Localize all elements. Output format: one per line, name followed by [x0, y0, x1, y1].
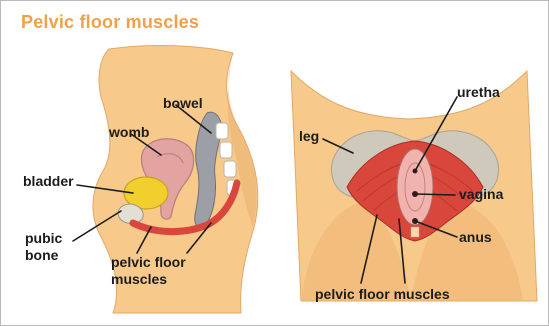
label-vagina: vagina — [459, 187, 503, 202]
label-womb: womb — [109, 125, 149, 140]
label-bowel: bowel — [163, 96, 203, 111]
label-uretha: uretha — [457, 85, 500, 100]
label-pubic-bone-line1: pubic — [25, 231, 62, 246]
label-bladder: bladder — [23, 174, 74, 189]
label-pelvic-floor-line1: pelvic floor — [111, 255, 186, 270]
label-pelvic-floor-muscles: pelvic floor muscles — [315, 287, 450, 302]
vagina-leader-line — [415, 194, 455, 195]
label-anus: anus — [459, 230, 492, 245]
label-leg: leg — [299, 129, 319, 144]
front-vagina-opening-shape — [397, 149, 433, 225]
label-pubic-bone-line2: bone — [25, 248, 58, 263]
label-pelvic-floor-line2: muscles — [111, 272, 167, 287]
